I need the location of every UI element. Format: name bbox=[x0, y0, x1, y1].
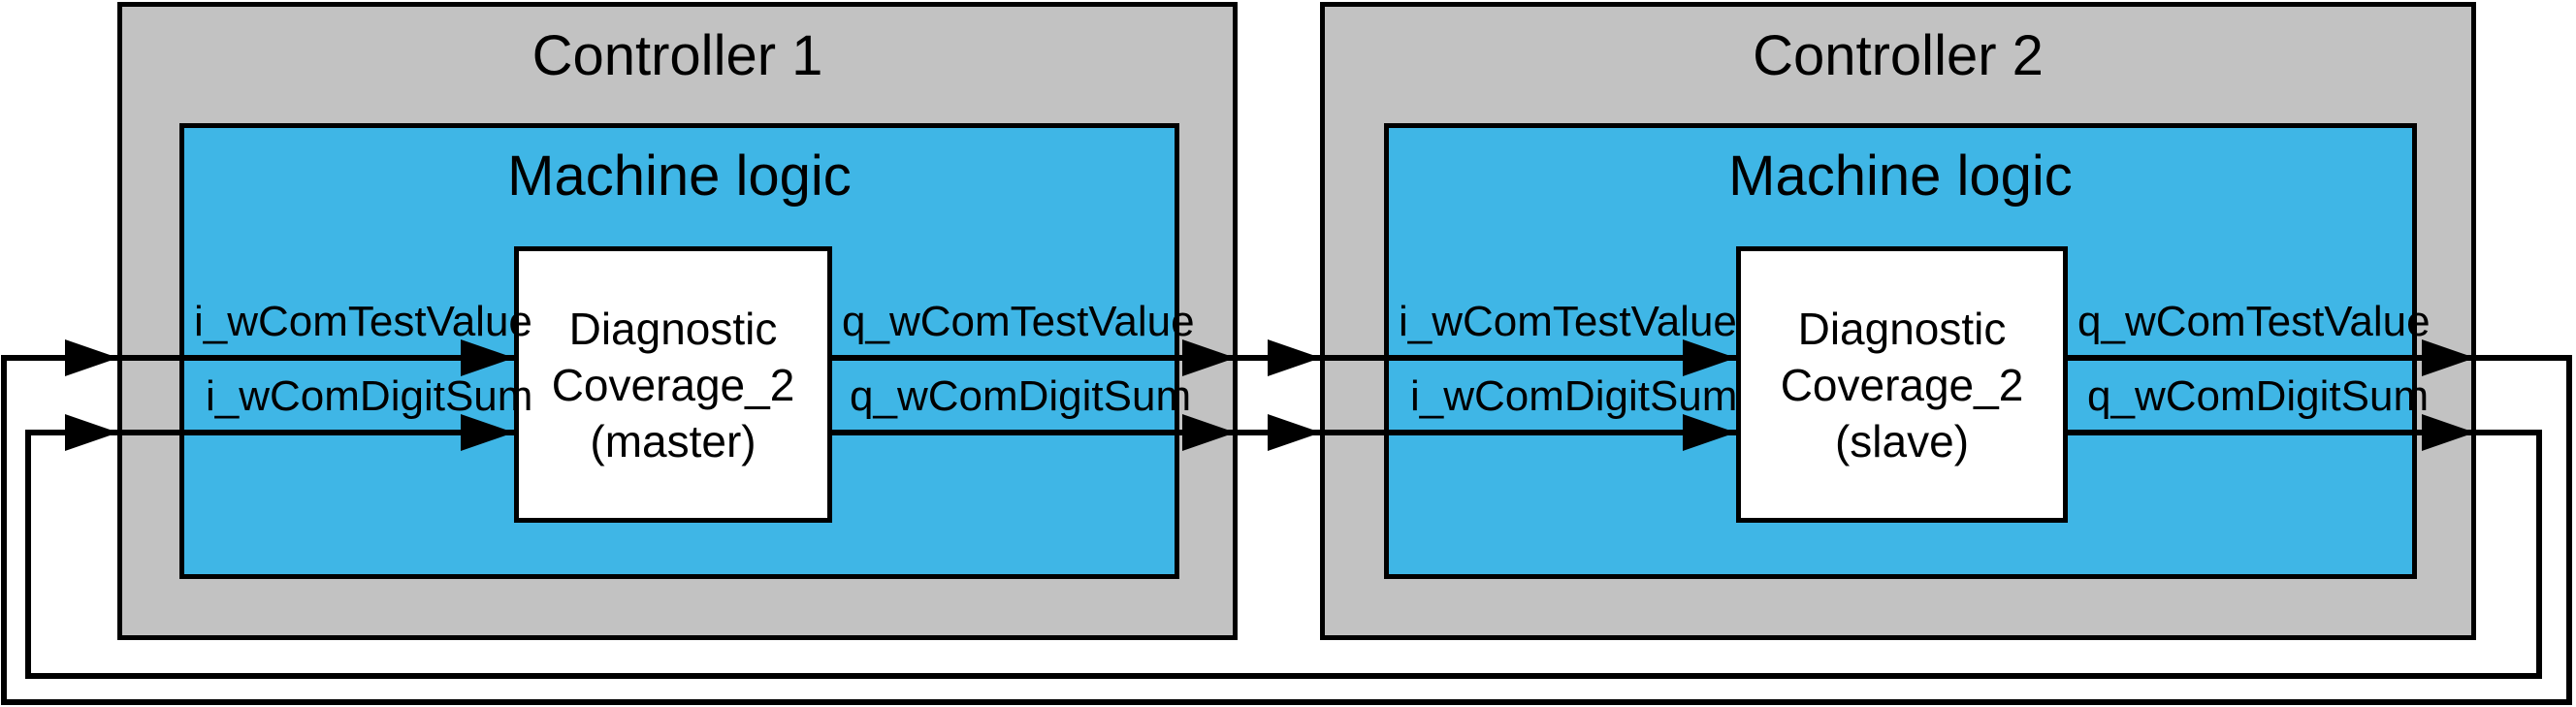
controller-1-output-label-digitsum: q_wComDigitSum bbox=[850, 372, 1192, 420]
controller-2-machine-logic-title: Machine logic bbox=[1728, 145, 2073, 208]
controller-2-diagnostic-block: Diagnostic Coverage_2 (slave) bbox=[1736, 246, 2068, 523]
controller-1-input-label-digitsum: i_wComDigitSum bbox=[206, 372, 533, 420]
arrowhead-icon bbox=[1268, 339, 1321, 376]
controller-2-output-label-digitsum: q_wComDigitSum bbox=[2087, 372, 2430, 420]
diagnostic-block-title-line2: Coverage_2 bbox=[1780, 359, 2024, 410]
controller-1-machine-logic-title: Machine logic bbox=[507, 145, 852, 208]
controller-2-input-label-testvalue: i_wComTestValue bbox=[1399, 298, 1737, 345]
diagnostic-block-role: (master) bbox=[590, 415, 757, 466]
controller-2-output-label-testvalue: q_wComTestValue bbox=[2077, 298, 2431, 345]
controller-2-title: Controller 2 bbox=[1753, 24, 2044, 87]
controller-1-diagnostic-block: Diagnostic Coverage_2 (master) bbox=[514, 246, 832, 523]
arrowhead-icon bbox=[65, 339, 118, 376]
controller-1-title: Controller 1 bbox=[531, 24, 823, 87]
controller-1-output-label-testvalue: q_wComTestValue bbox=[842, 298, 1195, 345]
controller-1-input-label-testvalue: i_wComTestValue bbox=[194, 298, 532, 345]
diagnostic-block-title-line1: Diagnostic bbox=[568, 303, 778, 354]
arrowhead-icon bbox=[1268, 414, 1321, 451]
diagnostic-block-role: (slave) bbox=[1834, 415, 1970, 466]
arrowhead-icon bbox=[65, 414, 118, 451]
controller-2-input-label-digitsum: i_wComDigitSum bbox=[1410, 372, 1738, 420]
diagnostic-block-title-line2: Coverage_2 bbox=[551, 359, 795, 410]
diagnostic-block-title-line1: Diagnostic bbox=[1797, 303, 2007, 354]
